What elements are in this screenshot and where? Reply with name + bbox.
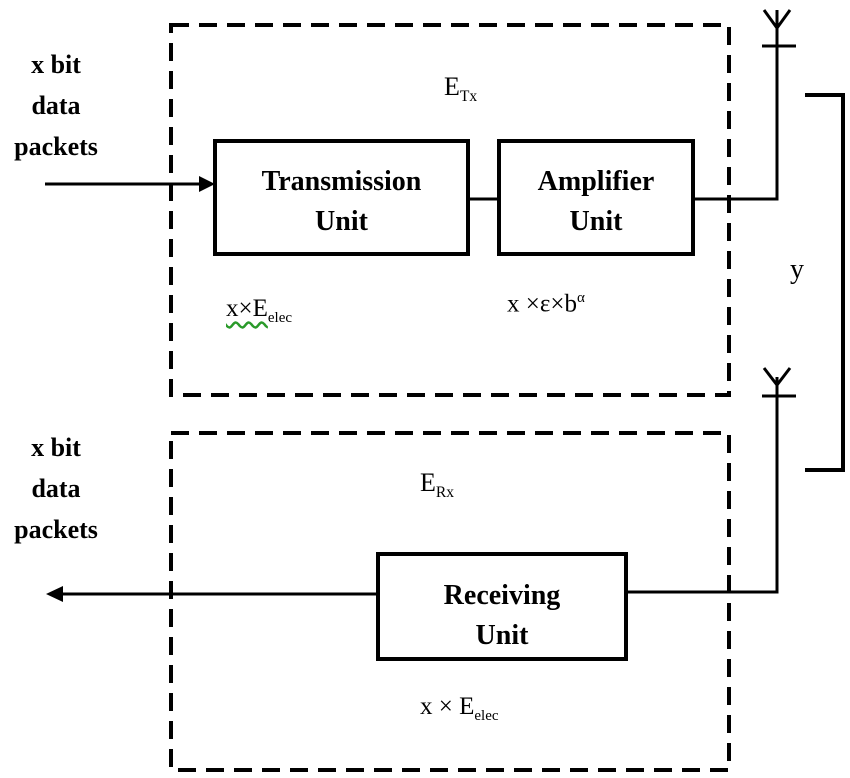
output-arrowhead — [46, 586, 63, 602]
receiving-unit-line1: Receiving — [443, 580, 561, 611]
amplifier-unit-line2: Unit — [569, 206, 623, 237]
input-label-line: data — [31, 91, 81, 120]
tx-antenna-icon — [762, 9, 796, 48]
input-label-line: packets — [14, 132, 98, 161]
tx-energy-formula: x×Eelec — [226, 295, 293, 326]
input-arrowhead — [199, 176, 215, 192]
rx-energy-formula: x × Eelec — [420, 693, 499, 724]
rx-energy-formula-sub: elec — [474, 708, 499, 724]
receiving-unit-line2: Unit — [475, 620, 529, 651]
transmission-unit-line1: Transmission — [261, 166, 422, 197]
distance-label: y — [790, 254, 804, 285]
tx-section-box — [169, 23, 731, 397]
rx-section-label: ERx — [420, 468, 455, 502]
tx-section-label: ETx — [444, 72, 478, 106]
distance-bracket — [805, 93, 845, 472]
amp-energy-formula: x ×ε×bα — [507, 290, 585, 318]
amplifier-unit-box — [497, 139, 695, 256]
tx-antenna-feed — [693, 10, 779, 201]
amp-energy-formula-sup: α — [576, 290, 585, 306]
rx-antenna-icon — [762, 367, 796, 398]
output-label-line: data — [31, 474, 81, 503]
transmission-unit-title: Transmission Unit — [215, 162, 468, 242]
receiving-unit-box — [376, 552, 628, 661]
output-label-line: x bit — [31, 433, 81, 462]
input-label: x bit data packets — [2, 44, 110, 167]
tx-section-label-sub: Tx — [459, 88, 478, 106]
amplifier-unit-line1: Amplifier — [537, 166, 655, 197]
amplifier-unit-title: Amplifier Unit — [499, 162, 693, 242]
transmission-unit-box — [213, 139, 470, 256]
rx-antenna-feed — [626, 377, 779, 594]
tx-energy-formula-sub: elec — [267, 310, 293, 326]
output-label: x bit data packets — [2, 427, 110, 550]
output-label-line: packets — [14, 515, 98, 544]
rx-section-label-sub: Rx — [435, 484, 455, 502]
receiving-unit-title: Receiving Unit — [378, 576, 626, 656]
transmission-unit-line2: Unit — [315, 206, 368, 237]
input-label-line: x bit — [31, 50, 81, 79]
